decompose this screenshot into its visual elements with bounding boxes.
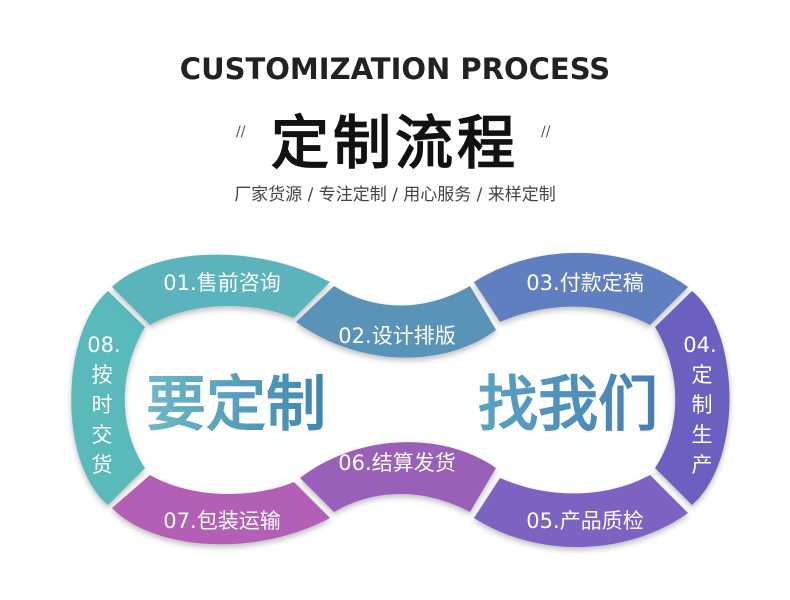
step-02-segment (296, 286, 496, 358)
step-08-number: 08. (87, 333, 120, 357)
step-08-char: 货 (92, 453, 113, 477)
header: CUSTOMIZATION PROCESS 定制流程 // // 厂家货源 / … (0, 0, 790, 230)
step-03-label: 03.付款定稿 (526, 271, 643, 295)
step-05-label: 05.产品质检 (526, 509, 643, 533)
step-04-segment (655, 291, 730, 505)
step-06-label: 06.结算发货 (338, 451, 455, 475)
step-06-segment (300, 442, 496, 512)
step-07-label: 07.包装运输 (163, 509, 280, 533)
step-01-label: 01.售前咨询 (163, 271, 280, 295)
step-04-char: 定 (692, 363, 713, 387)
step-04-char: 产 (692, 453, 713, 477)
step-08-char: 时 (92, 393, 113, 417)
step-04-char: 制 (692, 393, 713, 417)
subtitle: 厂家货源 / 专注定制 / 用心服务 / 来样定制 (234, 185, 556, 205)
step-08-char: 按 (92, 363, 113, 387)
slash-decoration-left: // (236, 124, 246, 140)
step-05-segment (474, 475, 688, 548)
step-04-char: 生 (692, 423, 713, 447)
step-03-segment (474, 252, 688, 325)
step-08-char: 交 (92, 423, 113, 447)
step-02-label: 02.设计排版 (338, 324, 455, 348)
step-07-segment (112, 475, 330, 545)
step-04-number: 04. (683, 333, 716, 357)
step-08-segment (71, 291, 145, 505)
title-english: CUSTOMIZATION PROCESS (179, 52, 611, 86)
title-chinese: 定制流程 (270, 109, 519, 177)
center-right-text: 找我们 (478, 370, 658, 440)
center-left-text: 要定制 (146, 370, 326, 440)
step-01-segment (112, 254, 330, 325)
slash-decoration-right: // (541, 124, 551, 140)
